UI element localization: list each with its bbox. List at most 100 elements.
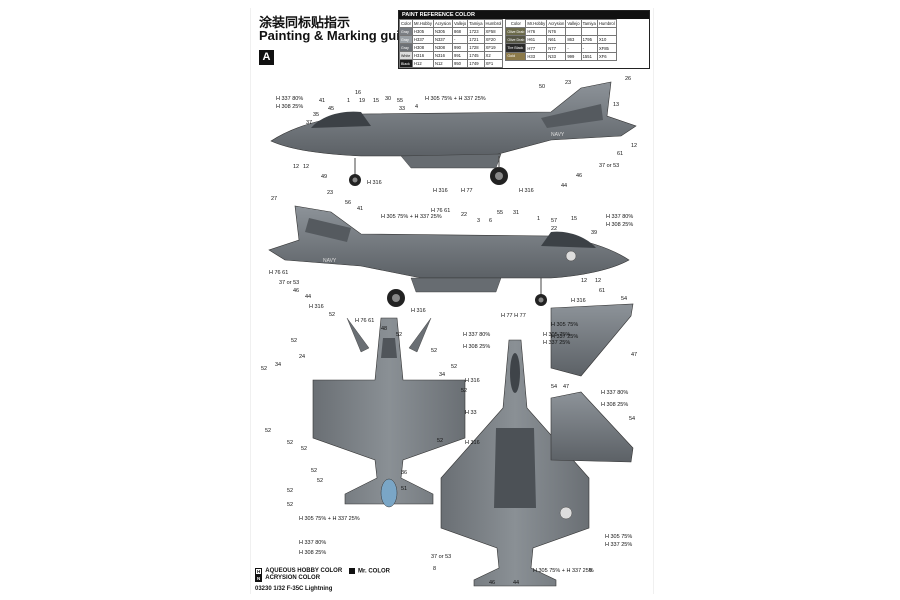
callout-label: H 337 80% xyxy=(601,390,629,396)
callout-label: H 305 75% xyxy=(551,322,579,328)
callout-label: 1 xyxy=(537,216,541,222)
callout-label: 12 xyxy=(581,278,588,284)
callout-label: H 316 xyxy=(465,378,480,384)
table-cell: 999 xyxy=(565,51,582,61)
callout-label: H 337 80% xyxy=(276,96,304,102)
reference-table-left: Color Mr.Hobby Acrysion Vallejo Tamiya H… xyxy=(398,19,504,68)
callout-label: 44 xyxy=(561,183,568,189)
svg-text:NAVY: NAVY xyxy=(323,258,337,264)
callout-label: 52 xyxy=(261,366,268,372)
callout-label: 52 xyxy=(311,468,318,474)
callout-label: H 308 25% xyxy=(463,344,491,350)
callout-label: H 305 75% + H 337 25% xyxy=(533,568,594,574)
callout-label: H 316 xyxy=(519,188,534,194)
callout-label: H 308 25% xyxy=(601,402,629,408)
callout-label: H 316 xyxy=(367,180,382,186)
callout-label: 23 xyxy=(565,80,572,86)
table-cell: 1749 xyxy=(467,59,485,68)
callout-label: 31 xyxy=(513,210,520,216)
callout-label: 8 xyxy=(433,566,437,572)
callout-label: 61 xyxy=(617,151,624,157)
callout-label: 56 xyxy=(345,200,352,206)
callout-label: H 77 H 77 xyxy=(501,313,526,319)
callout-label: 3 xyxy=(477,218,481,224)
callout-label: 26 xyxy=(625,76,632,82)
legend-h-box: H xyxy=(255,568,263,575)
footer-caption: 03230 1/32 F-35C Lightning xyxy=(255,586,333,592)
table-cell: 1551 xyxy=(580,51,598,61)
title-chinese: 涂装同标贴指示 xyxy=(259,16,351,31)
callout-label: 61 xyxy=(599,288,606,294)
callout-label: 44 xyxy=(305,294,312,300)
callout-label: 34 xyxy=(439,372,446,378)
callout-label: 12 xyxy=(595,278,602,284)
callout-label: 4 xyxy=(415,104,419,110)
callout-label: H 316 xyxy=(465,440,480,446)
bottom-view xyxy=(440,339,590,587)
callout-label: 16 xyxy=(355,90,362,96)
callout-label: H 337 80% xyxy=(606,214,634,220)
callout-label: H 76 61 xyxy=(431,208,451,214)
callout-label: 46 xyxy=(293,288,300,294)
table-cell: XF6 xyxy=(596,51,617,61)
callout-label: 52 xyxy=(301,446,308,452)
callout-label: H 337 80% xyxy=(463,332,491,338)
callout-label: 12 xyxy=(631,143,638,149)
side-view-left: NAVY xyxy=(270,81,637,186)
callout-label: H 305 75% + H 337 25% xyxy=(299,516,360,522)
paint-reference-table: PAINT REFERENCE COLOR Color Mr.Hobby Acr… xyxy=(398,10,650,69)
callout-label: 24 xyxy=(299,354,306,360)
callout-label: 54 xyxy=(621,296,628,302)
callout-label: H 76 61 xyxy=(269,270,289,276)
callout-label: H 316 xyxy=(433,188,448,194)
legend-aqueous: AQUEOUS HOBBY COLOR xyxy=(265,568,343,574)
callout-label: 19 xyxy=(359,98,366,104)
svg-text:NAVY: NAVY xyxy=(551,132,565,138)
callout-label: 34 xyxy=(275,362,282,368)
callout-label: 49 xyxy=(321,174,328,180)
callout-label: 30 xyxy=(385,96,392,102)
callout-label: 54 xyxy=(629,416,636,422)
callout-label: 15 xyxy=(571,216,578,222)
callout-label: 1 xyxy=(347,98,351,104)
legend-mrcolor: Mr. COLOR xyxy=(349,568,390,575)
callout-label: 55 xyxy=(497,210,504,216)
top-view xyxy=(312,317,466,508)
callout-label: 37 xyxy=(306,120,313,126)
tail-fins xyxy=(550,303,634,463)
callout-label: 55 xyxy=(397,98,404,104)
table-row: Gray H305 N305 868 1723 XF58 xyxy=(398,27,504,36)
callout-label: H 305 75% xyxy=(543,332,571,338)
callout-label: 47 xyxy=(631,352,638,358)
callout-label: 52 xyxy=(461,388,468,394)
callout-label: 8 xyxy=(589,568,593,574)
table-row: Olive Drab H61 N61 863 1795 X10 xyxy=(505,35,617,45)
callout-label: 33 xyxy=(399,106,406,112)
callout-label: H 305 75% + H 337 25% xyxy=(381,214,442,220)
legend-mrcolor-label: Mr. COLOR xyxy=(358,568,391,575)
legend-n-box: N xyxy=(255,575,263,582)
callout-label: 12 xyxy=(303,164,310,170)
callout-label: 37 or 53 xyxy=(279,280,300,286)
callout-label: 44 xyxy=(513,580,520,586)
callout-label: 39 xyxy=(591,230,598,236)
callout-label: H 305 75% + H 337 25% xyxy=(425,96,486,102)
callout-label: 15 xyxy=(373,98,380,104)
callout-label: H 337 25% xyxy=(551,334,579,340)
title-english: Painting & Marking guide xyxy=(259,28,416,43)
callout-label: 52 xyxy=(329,312,336,318)
callout-label: 6 xyxy=(489,218,493,224)
table-cell: XF1 xyxy=(483,59,504,68)
callout-label: H 337 25% xyxy=(605,542,633,548)
callout-label: H 308 25% xyxy=(276,104,304,110)
side-view-right: NAVY xyxy=(268,205,630,307)
aircraft-illustrations: NAVY NAVY xyxy=(268,81,637,587)
callout-label: 41 xyxy=(357,206,364,212)
callout-label: 37 or 53 xyxy=(431,554,452,560)
callout-label: 57 xyxy=(551,218,558,224)
callout-label: H 316 xyxy=(571,298,586,304)
callout-label: 52 xyxy=(431,348,438,354)
callout-label: 52 xyxy=(287,502,294,508)
table-cell: 950 xyxy=(451,59,469,68)
